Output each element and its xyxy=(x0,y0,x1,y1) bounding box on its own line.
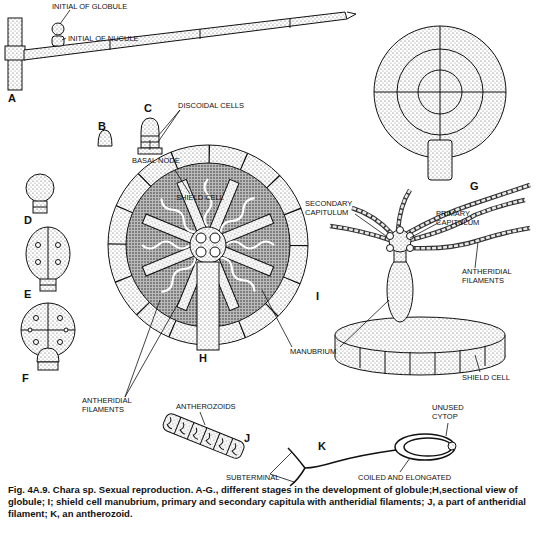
part-label: ANTHERIDIAL FILAMENTS xyxy=(82,397,142,414)
part-label: INITIAL OF NUCULE xyxy=(68,35,139,44)
part-label: PRIMARY CAPITULUM xyxy=(436,210,492,227)
part-label: SHIELD CELL xyxy=(176,194,224,203)
figure-letter: E xyxy=(24,288,31,301)
part-label: INITIAL OF GLOBULE xyxy=(52,3,127,12)
part-label: ANTHERIDIAL FILAMENTS xyxy=(462,268,532,285)
figure-letter: A xyxy=(8,92,16,105)
part-label: MANUBRIUM xyxy=(290,348,336,357)
figure-letter: B xyxy=(98,120,106,133)
figure-caption: Fig. 4A.9. Chara sp. Sexual reproduction… xyxy=(8,484,532,520)
figure-letter: F xyxy=(22,372,29,385)
figure-letter: I xyxy=(316,290,319,303)
figure-letter: H xyxy=(199,352,207,365)
part-label: ANTHEROZOIDS xyxy=(176,403,236,412)
part-label: SHIELD CELL xyxy=(462,374,510,383)
figure-letter: D xyxy=(24,214,32,227)
part-label: DISCOIDAL CELLS xyxy=(178,102,244,111)
part-label: BASAL NODE xyxy=(132,157,180,166)
part-label: SECONDARY CAPITULUM xyxy=(305,200,357,217)
part-label: UNUSED CYTOP xyxy=(432,404,472,421)
part-label: COILED AND ELONGATED xyxy=(358,474,451,483)
figure-letter: C xyxy=(144,102,152,115)
figure-letter: J xyxy=(244,432,250,445)
figure-letter: G xyxy=(470,180,479,193)
figure-letter: K xyxy=(318,440,326,453)
part-label: SUBTERMINAL xyxy=(226,474,279,483)
